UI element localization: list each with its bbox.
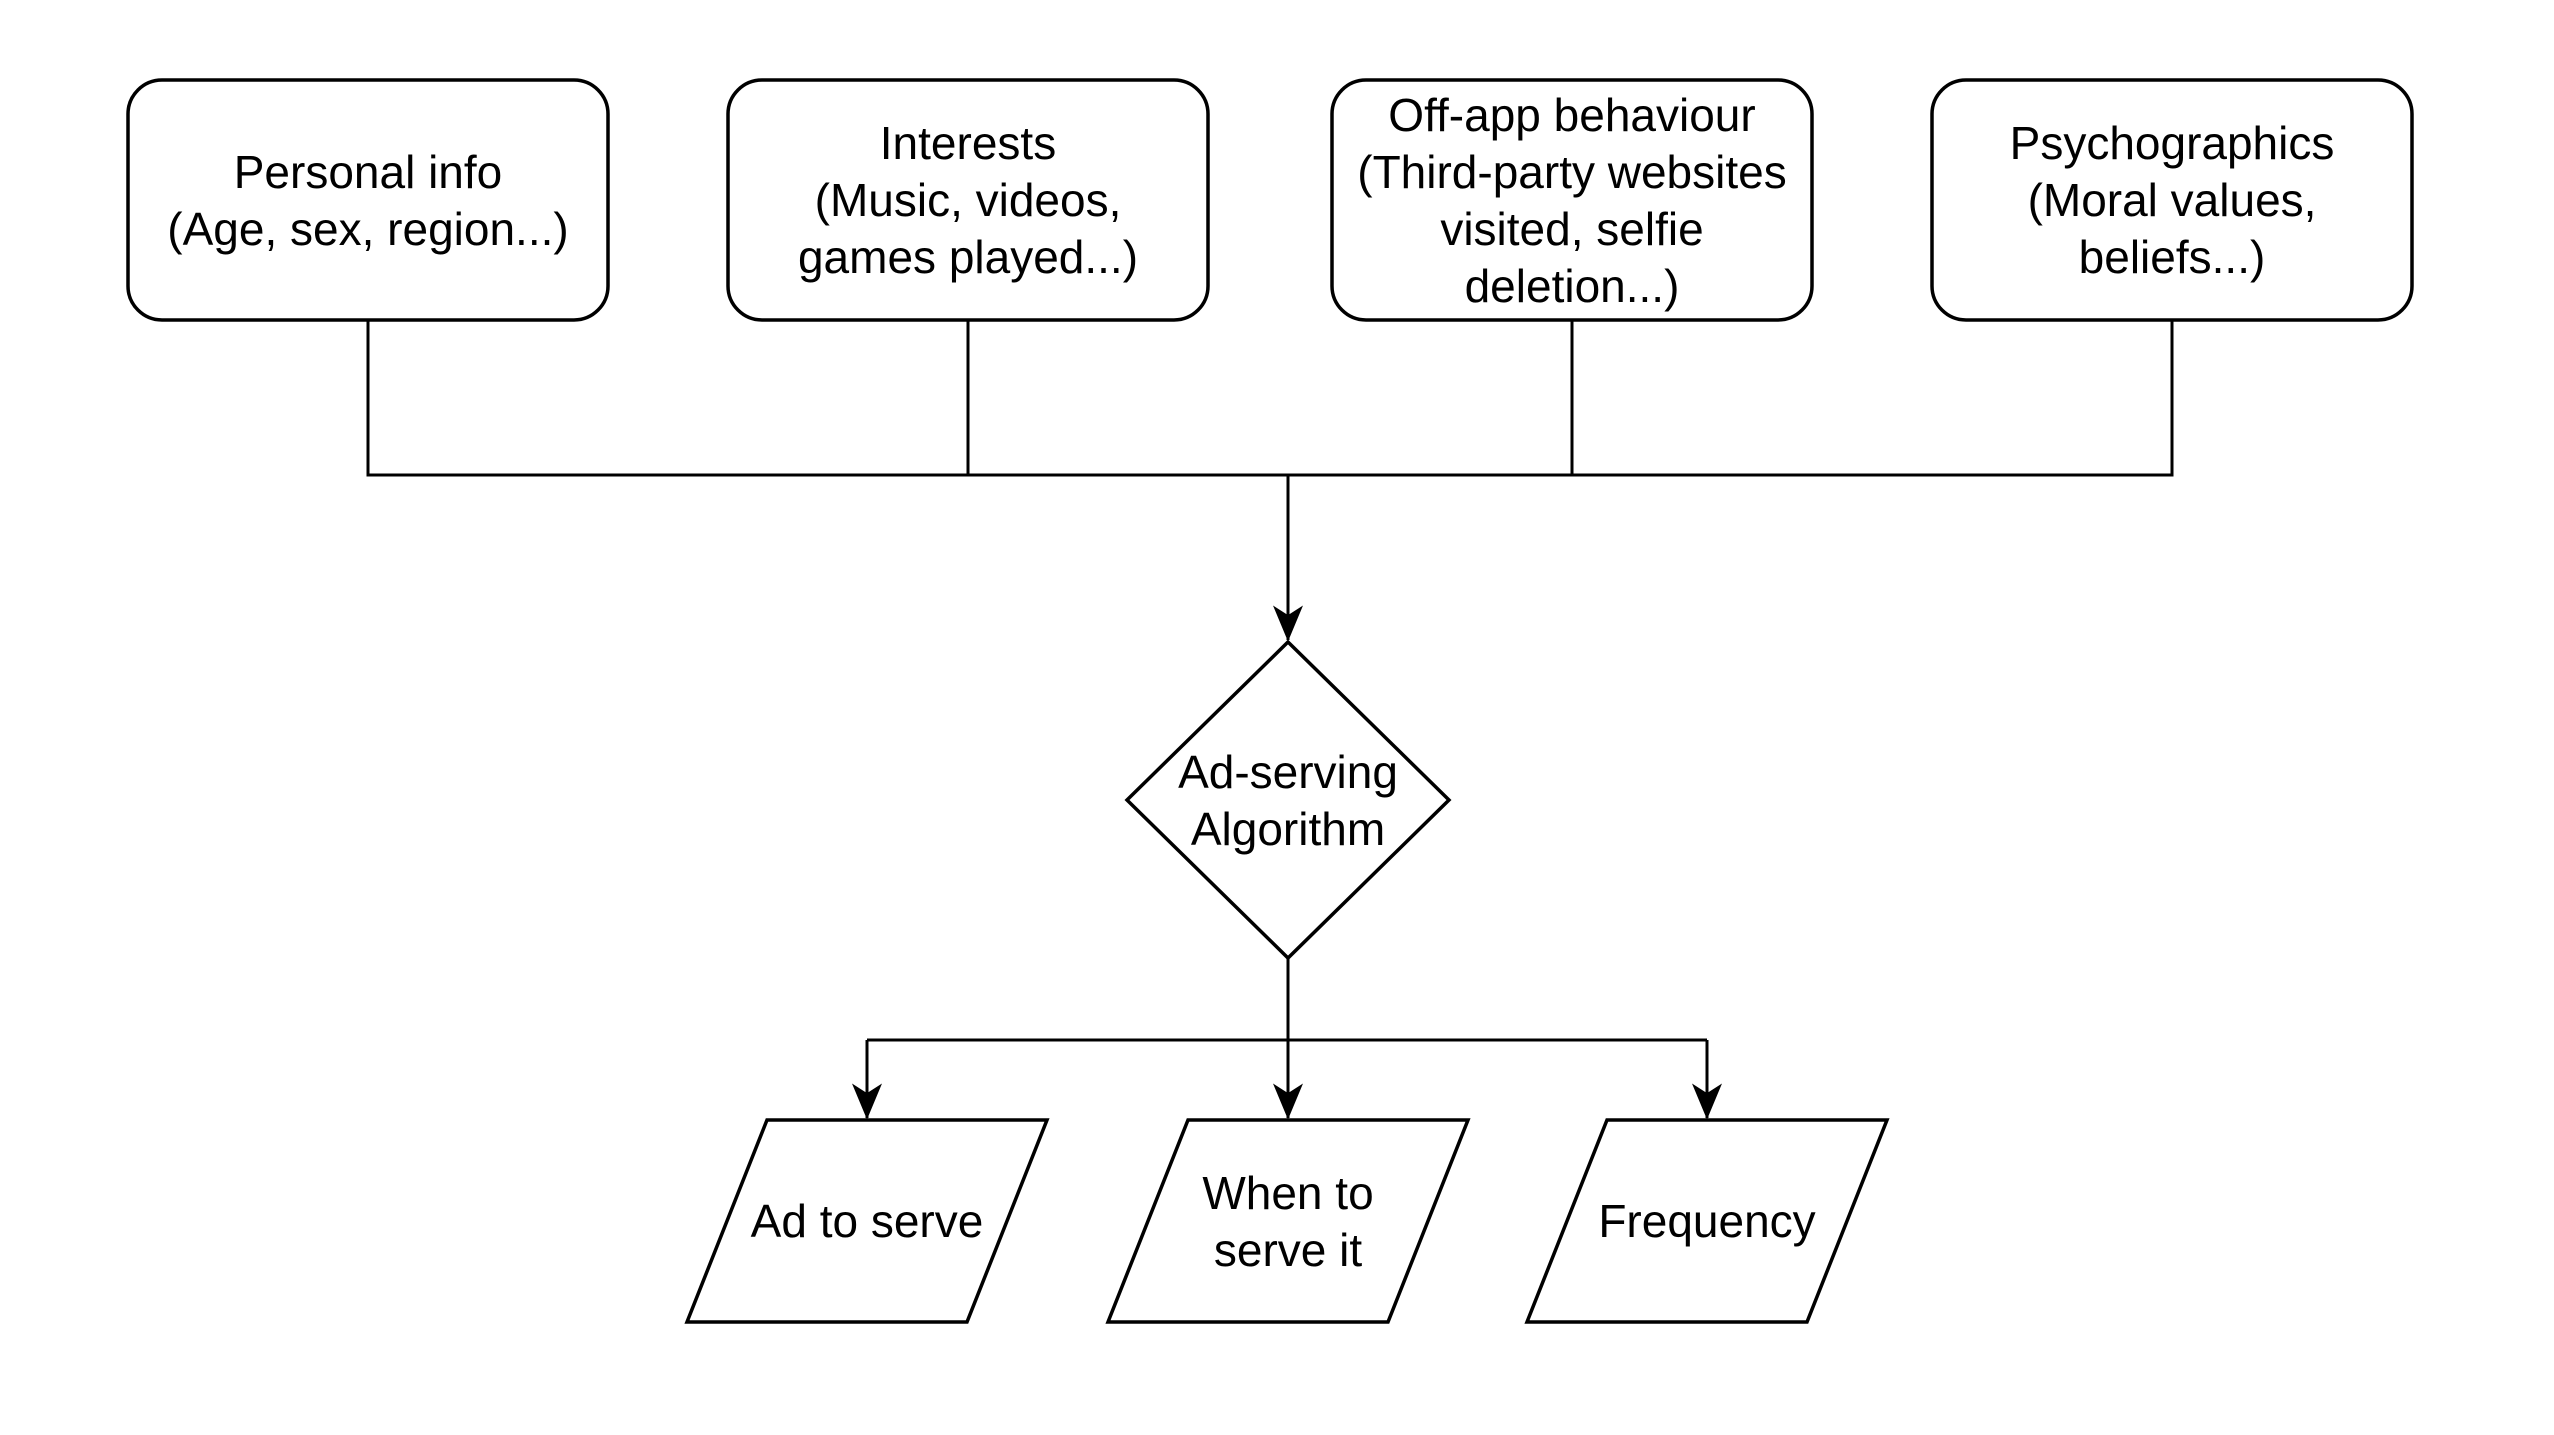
off-app-behaviour-box <box>1330 78 1814 322</box>
source-node-interests: Interests (Music, videos, games played..… <box>726 78 1210 322</box>
frequency-label-line-1: Frequency <box>1598 1195 1815 1247</box>
personal-info-box <box>126 78 610 322</box>
ad-to-serve-label-line-1: Ad to serve <box>751 1195 984 1247</box>
when-to-serve-it-label-line-2: serve it <box>1214 1224 1362 1276</box>
output-node-when-to-serve-it: When to serve it <box>1105 1118 1471 1324</box>
interests-label-line-1: Interests <box>880 117 1056 169</box>
off-app-behaviour-label-line-2: (Third-party websites <box>1357 146 1786 198</box>
psychographics-label-line-1: Psychographics <box>2010 117 2335 169</box>
off-app-behaviour-label-line-3: visited, selfie <box>1440 203 1703 255</box>
ad-serving-algorithm-label-line-2: Algorithm <box>1191 803 1385 855</box>
off-app-behaviour-label-line-4: deletion...) <box>1465 260 1680 312</box>
output-node-ad-to-serve: Ad to serve <box>684 1118 1050 1324</box>
psychographics-label-line-3: beliefs...) <box>2079 231 2266 283</box>
decision-node-ad-serving-algorithm: Ad-serving Algorithm <box>1124 639 1452 961</box>
ad-to-serve-parallelogram-shape <box>684 1118 1050 1324</box>
source-node-off-app-behaviour: Off-app behaviour (Third-party websites … <box>1330 78 1814 322</box>
when-to-serve-it-label-line-1: When to <box>1202 1167 1373 1219</box>
connector-sources-trunk <box>366 320 2174 477</box>
interests-label-line-3: games played...) <box>798 231 1138 283</box>
source-node-psychographics: Psychographics (Moral values, beliefs...… <box>1930 78 2414 322</box>
psychographics-box <box>1930 78 2414 322</box>
psychographics-label-line-2: (Moral values, <box>2028 174 2317 226</box>
source-node-personal-info: Personal info (Age, sex, region...) <box>126 78 610 322</box>
interests-box <box>726 78 1210 322</box>
personal-info-label-line-1: Personal info <box>234 146 503 198</box>
interests-label-line-2: (Music, videos, <box>815 174 1122 226</box>
ad-serving-algorithm-label-line-1: Ad-serving <box>1178 746 1398 798</box>
ad-serving-algorithm-diamond-shape <box>1124 639 1452 961</box>
personal-info-label-line-2: (Age, sex, region...) <box>167 203 568 255</box>
output-node-frequency: Frequency <box>1524 1118 1890 1324</box>
when-to-serve-it-parallelogram-shape <box>1105 1118 1471 1324</box>
frequency-parallelogram-shape <box>1524 1118 1890 1324</box>
off-app-behaviour-label-line-1: Off-app behaviour <box>1388 89 1755 141</box>
